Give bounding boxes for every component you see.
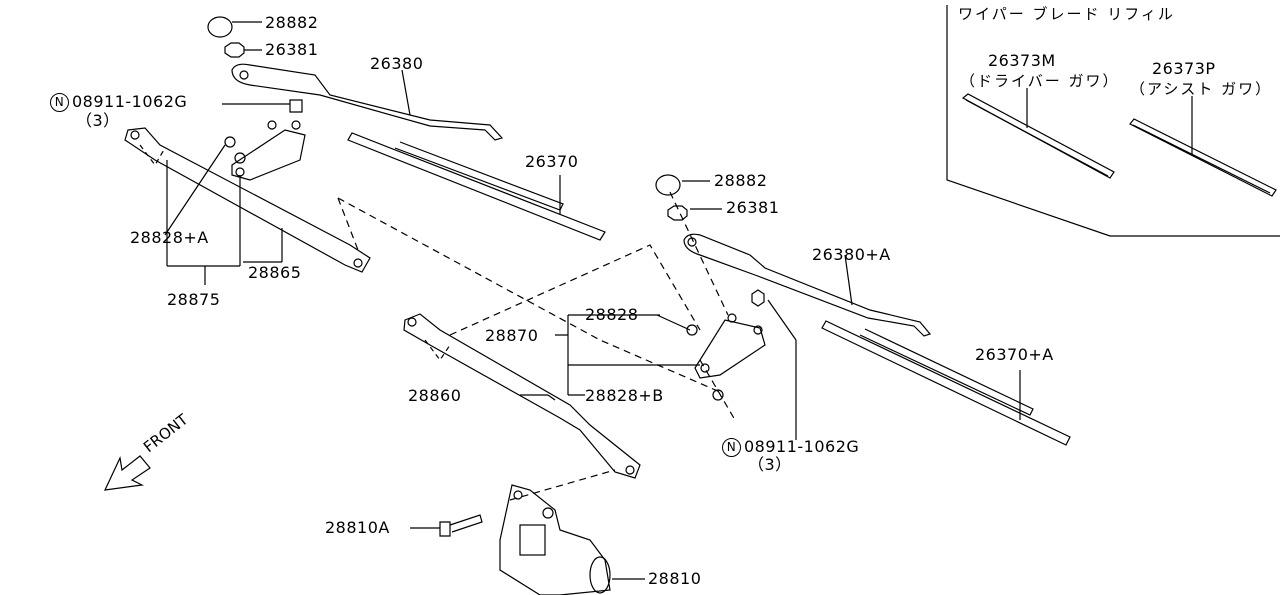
bolt [410, 514, 483, 537]
bracket-lines-left [166, 160, 241, 285]
nut-right [667, 205, 722, 221]
leader-28828a [164, 144, 226, 236]
pivot-right [686, 289, 797, 440]
refill-driver-side: （ドライバー ガワ） [960, 72, 1120, 90]
link-left [124, 127, 371, 273]
label-blade-right: 26370+A [975, 345, 1054, 364]
label-nut-spec-left-qty: （3） [76, 111, 120, 130]
pivot-left [222, 99, 306, 181]
nut-spec-left-text: 08911-1062G [72, 92, 188, 111]
blade-right [821, 320, 1071, 446]
arm-right [683, 233, 932, 337]
nut-spec-right-text: 08911-1062G [744, 437, 860, 456]
front-arrow-icon [103, 455, 151, 491]
refill-assist-part: 26373P [1152, 59, 1216, 78]
n-symbol-icon: N [722, 438, 741, 457]
arm-left [231, 63, 504, 141]
label-nut-right: 26381 [726, 198, 780, 217]
refill-driver-part: 26373M [988, 51, 1056, 70]
label-pivot-right-top: 28828 [585, 305, 639, 324]
label-arm-left: 26380 [370, 54, 424, 73]
blade-left [347, 132, 606, 241]
label-nut-left: 26381 [265, 40, 319, 59]
label-nut-spec-right-qty: （3） [748, 455, 792, 474]
label-link-left: 28865 [248, 263, 302, 282]
label-arm-right: 26380+A [812, 245, 891, 264]
label-link-assy-left: 28875 [167, 290, 221, 309]
label-pivot-right-bottom: 28828+B [585, 386, 664, 405]
link-main [403, 313, 641, 479]
refill-blade-assist [1129, 96, 1277, 197]
cap-left [207, 16, 262, 38]
dashed-guides [337, 191, 736, 501]
refill-blade-driver [961, 88, 1115, 179]
bracket-lines-right [555, 314, 700, 396]
label-link-assy: 28870 [485, 326, 539, 345]
refill-box-border [946, 5, 1280, 237]
wiper-motor [499, 484, 645, 595]
cap-right [655, 174, 710, 196]
label-bolt: 28810A [325, 518, 390, 537]
label-blade-left: 26370 [525, 152, 579, 171]
label-motor: 28810 [648, 569, 702, 588]
refill-assist-side: （アシスト ガワ） [1130, 80, 1273, 98]
label-pivot-left: 28828+A [130, 228, 209, 247]
n-symbol-icon: N [50, 93, 69, 112]
refill-title: ワイパー ブレード リフィル [958, 5, 1175, 23]
label-cap-right: 28882 [714, 171, 768, 190]
nut-left [224, 42, 262, 58]
label-link-main: 28860 [408, 386, 462, 405]
label-cap-left: 28882 [265, 13, 319, 32]
